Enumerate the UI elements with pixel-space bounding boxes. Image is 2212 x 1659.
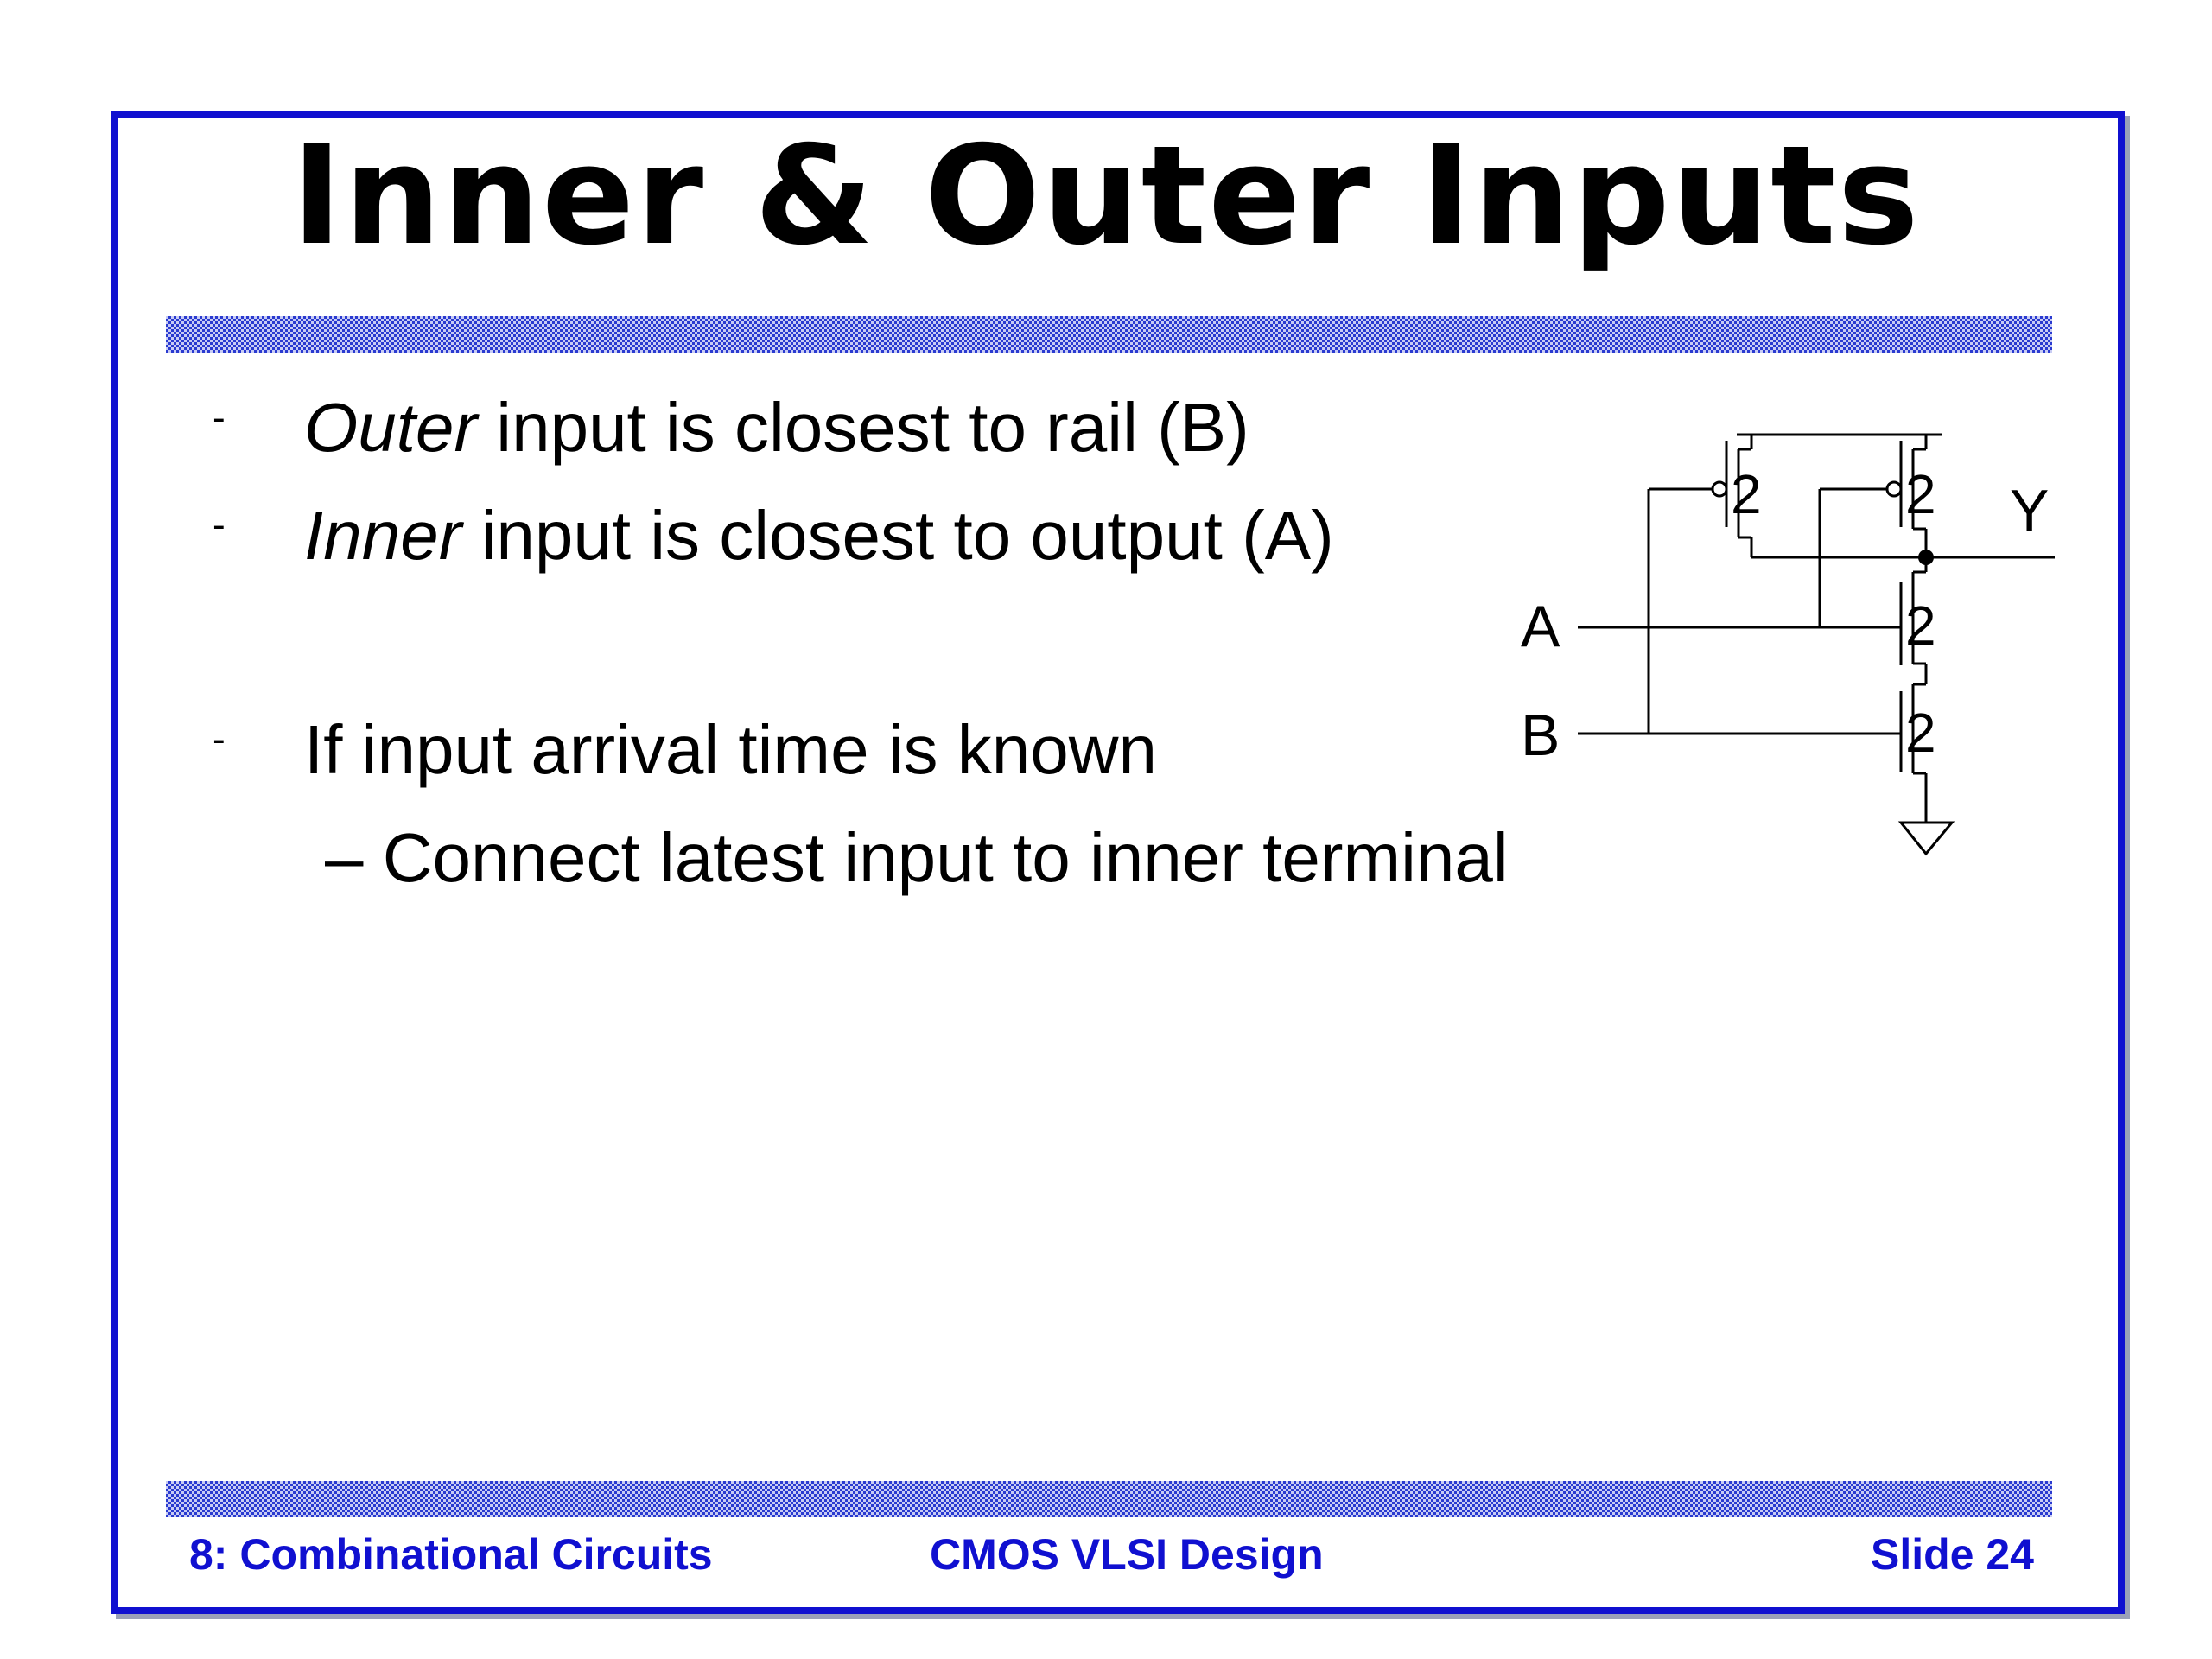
- input-a-label: A: [1521, 594, 1560, 659]
- bullet-text: input is closest to output (A): [461, 497, 1334, 574]
- footer-divider-bar: [166, 1481, 2052, 1517]
- title-divider-bar: [166, 316, 2052, 353]
- footer-chapter: 8: Combinational Circuits: [189, 1530, 713, 1579]
- bullet-marker: -: [213, 504, 226, 546]
- bullet-marker: -: [213, 397, 226, 439]
- slide-frame: [111, 111, 2125, 1614]
- bullet-inner-input: Inner input is closest to output (A): [304, 501, 1334, 570]
- output-node-dot: [1918, 550, 1934, 565]
- bullet-outer-input: Outer input is closest to rail (B): [304, 393, 1249, 462]
- schematic-wires: [1578, 433, 2055, 856]
- slide-title: Inner & Outer Inputs: [291, 117, 1921, 276]
- pmos-a-size-label: 2: [1731, 463, 1762, 525]
- bullet-emphasis: Outer: [304, 389, 478, 466]
- nmos-b-size-label: 2: [1905, 702, 1936, 764]
- pmos-b-size-label: 2: [1905, 463, 1936, 525]
- bullet-emphasis: Inner: [304, 497, 462, 574]
- sub-bullet-latest-input: – Connect latest input to inner terminal: [325, 819, 1509, 896]
- bullet-arrival-time: If input arrival time is known: [304, 711, 1158, 788]
- footer-course: CMOS VLSI Design: [930, 1530, 1324, 1579]
- nmos-a-size-label: 2: [1905, 594, 1936, 657]
- bullet-marker: -: [213, 718, 226, 760]
- footer-slide-number: Slide 24: [1871, 1530, 2034, 1579]
- output-y-label: Y: [2010, 478, 2049, 543]
- bullet-text: input is closest to rail (B): [477, 389, 1249, 466]
- input-b-label: B: [1521, 702, 1560, 768]
